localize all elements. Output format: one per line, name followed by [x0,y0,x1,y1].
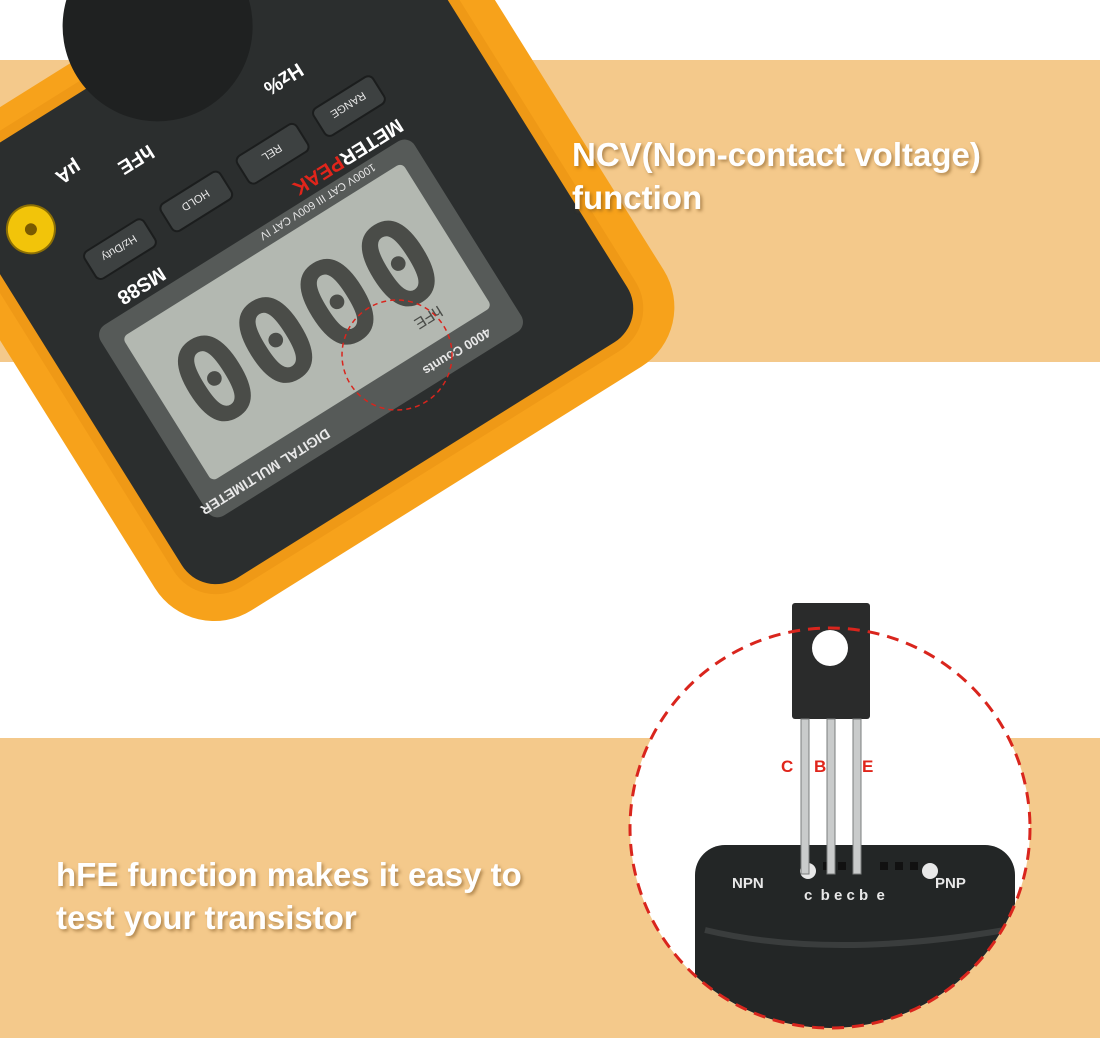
emitter-lead [852,718,862,875]
lead-label-c: C [781,757,793,776]
collector-lead [800,718,810,875]
hz-duty-button[interactable] [82,217,158,281]
sun-icon [24,223,37,236]
lead-label-b: B [814,757,826,776]
hfe-caption: hFE function makes it easy to test your … [56,854,596,940]
ncv-highlight-circle [341,299,453,411]
hfe-highlight-circle [628,626,1032,1030]
lead-label-e: E [862,757,873,776]
ncv-caption: NCV(Non-contact voltage) function [572,134,1072,220]
base-lead [826,718,836,875]
plus-icon [922,863,938,879]
hfe-caption-line1: hFE function makes it easy to [56,856,522,893]
ncv-caption-line1: NCV(Non-contact voltage) [572,136,981,173]
hfe-caption-line2: test your transistor [56,898,357,936]
rel-button[interactable] [234,122,310,186]
lcd-screen [124,164,490,480]
range-button[interactable] [311,74,387,138]
rotary-dial[interactable] [27,0,289,157]
transistor-mounting-hole [812,630,848,666]
pnp-label: PNP [935,875,966,892]
ncv-caption-line2: function [572,178,703,216]
hold-button[interactable] [158,169,234,233]
npn-label: NPN [732,875,764,892]
socket-pin-labels: c b e c b e [804,887,885,904]
